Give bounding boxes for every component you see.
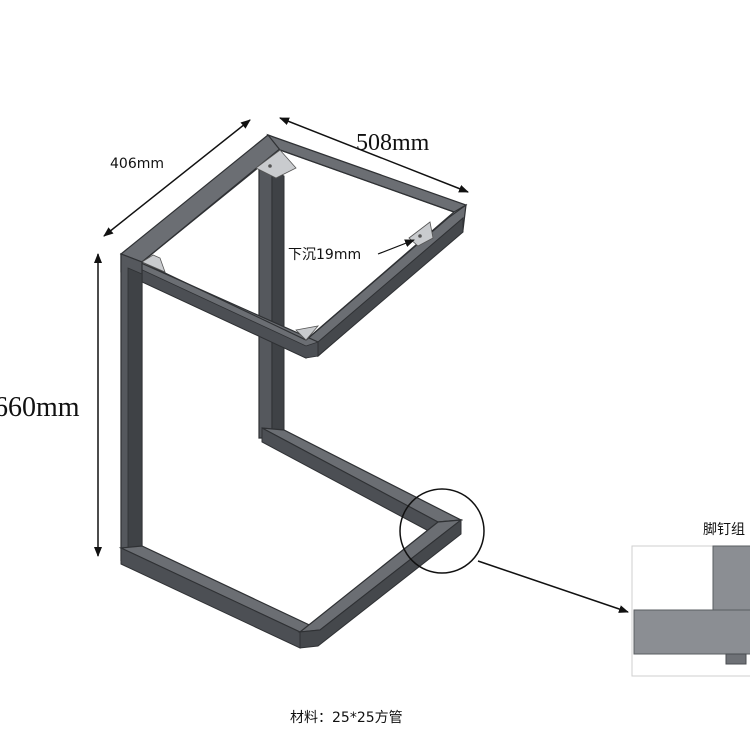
base-rail-front [118, 545, 323, 649]
recess-arrow [377, 239, 415, 255]
detail-label: 脚钉组 [703, 522, 745, 538]
material-label: 材料：25*25方管 [290, 710, 403, 726]
base-rail-right [298, 518, 463, 649]
depth-label: 508mm [356, 130, 430, 156]
recess-label: 下沉19mm [288, 247, 361, 263]
dimension-width [103, 119, 251, 237]
detail-circle [399, 488, 485, 574]
front-leg [120, 253, 143, 561]
detail-post [712, 545, 750, 611]
detail-leader-arrow [477, 560, 629, 613]
height-label: 660mm [0, 392, 80, 423]
width-label: 406mm [110, 156, 164, 172]
dimension-depth [279, 117, 469, 193]
back-post [258, 169, 285, 439]
detail-rail [633, 609, 750, 655]
detail-inset [631, 545, 750, 677]
base-rail-back [261, 427, 464, 537]
foot-pin [725, 653, 747, 665]
